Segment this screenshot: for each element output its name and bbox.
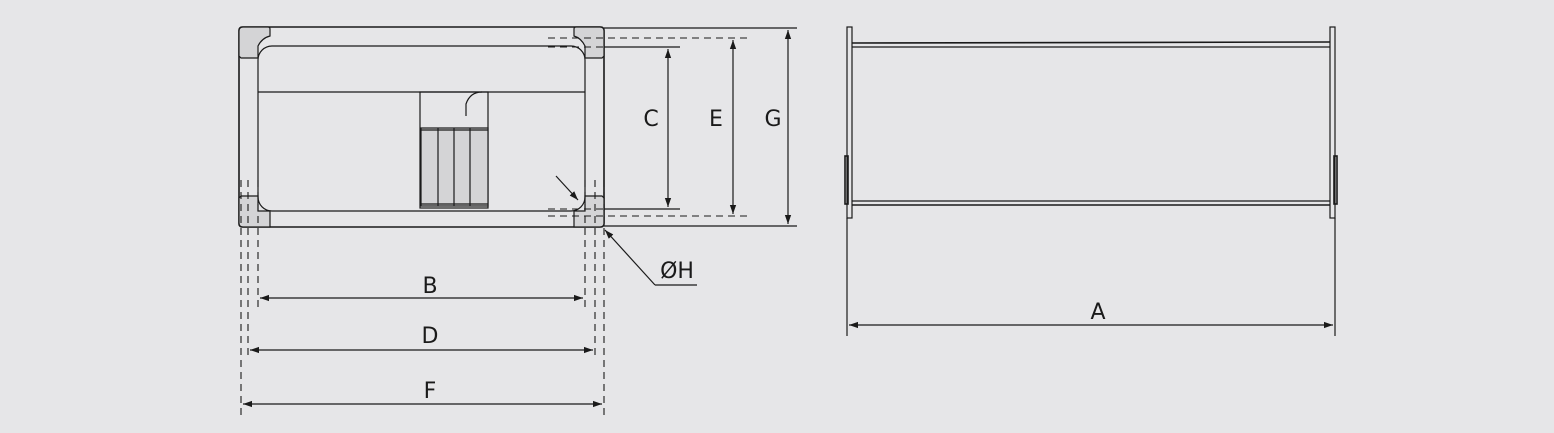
label-d: D	[422, 324, 439, 349]
dimension-g: G	[764, 30, 792, 224]
label-h: ØH	[660, 259, 694, 284]
corner-bottom-right	[573, 195, 605, 228]
left-flange-lip	[844, 155, 849, 205]
dimension-h: ØH	[604, 229, 697, 286]
corner-top-right	[573, 26, 605, 59]
motor-block	[419, 91, 489, 209]
label-c: C	[643, 107, 658, 132]
corner-top-left	[238, 26, 271, 59]
left-flange	[846, 26, 853, 219]
side-body-top	[851, 41, 1331, 44]
label-f: F	[424, 379, 437, 404]
corner-pointer	[555, 175, 579, 201]
motor-outlet-curve	[465, 91, 483, 116]
dimension-f: F	[243, 379, 602, 408]
dimension-b: B	[260, 274, 583, 302]
right-flange	[1329, 26, 1336, 219]
front-extension-lines	[240, 180, 605, 415]
front-view	[238, 26, 605, 228]
label-b: B	[422, 274, 437, 299]
right-flange-lip	[1333, 155, 1338, 205]
dimension-d: D	[250, 324, 593, 354]
corner-bottom-left	[238, 195, 271, 228]
label-e: E	[709, 107, 723, 132]
dimension-a: A	[846, 218, 1336, 336]
dimension-c: C	[643, 49, 672, 207]
side-view	[844, 26, 1338, 219]
frame-inner	[257, 45, 586, 212]
frame-outer	[238, 26, 605, 228]
dimension-e: E	[709, 40, 737, 214]
label-a: A	[1090, 300, 1105, 325]
label-g: G	[764, 107, 781, 132]
front-vertical-extension-lines	[548, 27, 797, 227]
